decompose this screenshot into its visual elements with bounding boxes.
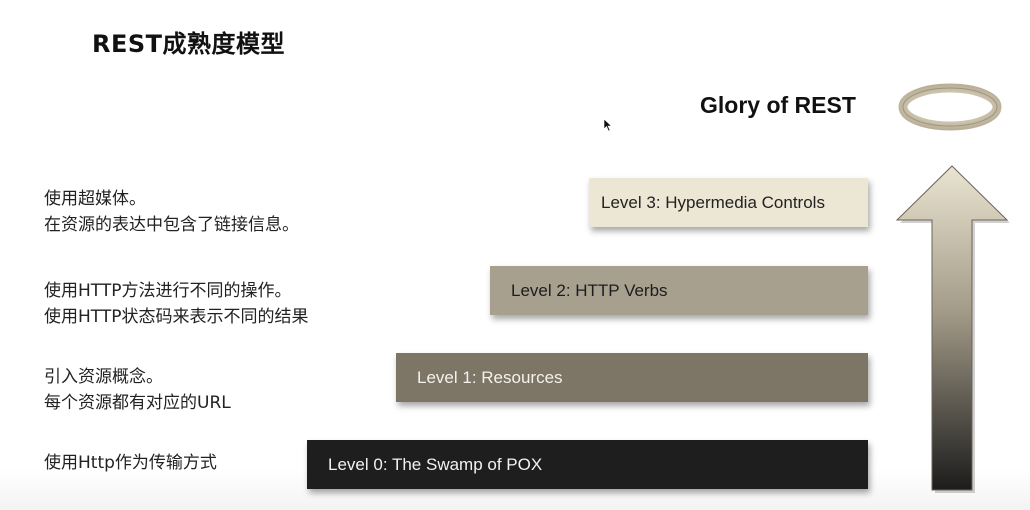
level-0-step: Level 0: The Swamp of POX bbox=[307, 440, 868, 489]
level0-description: 使用Http作为传输方式 bbox=[44, 450, 217, 476]
description-line: 在资源的表达中包含了链接信息。 bbox=[44, 215, 299, 235]
level-2-step: Level 2: HTTP Verbs bbox=[490, 266, 868, 315]
glory-of-rest-label: Glory of REST bbox=[700, 92, 856, 118]
description-line: 使用HTTP状态码来表示不同的结果 bbox=[44, 307, 309, 327]
level-1-step: Level 1: Resources bbox=[396, 353, 868, 402]
halo-icon bbox=[898, 83, 1002, 131]
description-line: 使用超媒体。 bbox=[44, 189, 146, 209]
description-line: 使用HTTP方法进行不同的操作。 bbox=[44, 281, 292, 301]
description-line: 引入资源概念。 bbox=[44, 367, 163, 387]
description-line: 使用Http作为传输方式 bbox=[44, 453, 217, 473]
description-line: 每个资源都有对应的URL bbox=[44, 393, 231, 413]
level1-description: 引入资源概念。 每个资源都有对应的URL bbox=[44, 364, 231, 416]
slide-title: REST成熟度模型 bbox=[92, 30, 286, 58]
level3-description: 使用超媒体。 在资源的表达中包含了链接信息。 bbox=[44, 186, 299, 238]
level2-description: 使用HTTP方法进行不同的操作。 使用HTTP状态码来表示不同的结果 bbox=[44, 278, 309, 330]
level-3-step: Level 3: Hypermedia Controls bbox=[589, 178, 868, 227]
mouse-cursor-icon bbox=[603, 118, 613, 132]
up-arrow-icon bbox=[895, 165, 1010, 493]
